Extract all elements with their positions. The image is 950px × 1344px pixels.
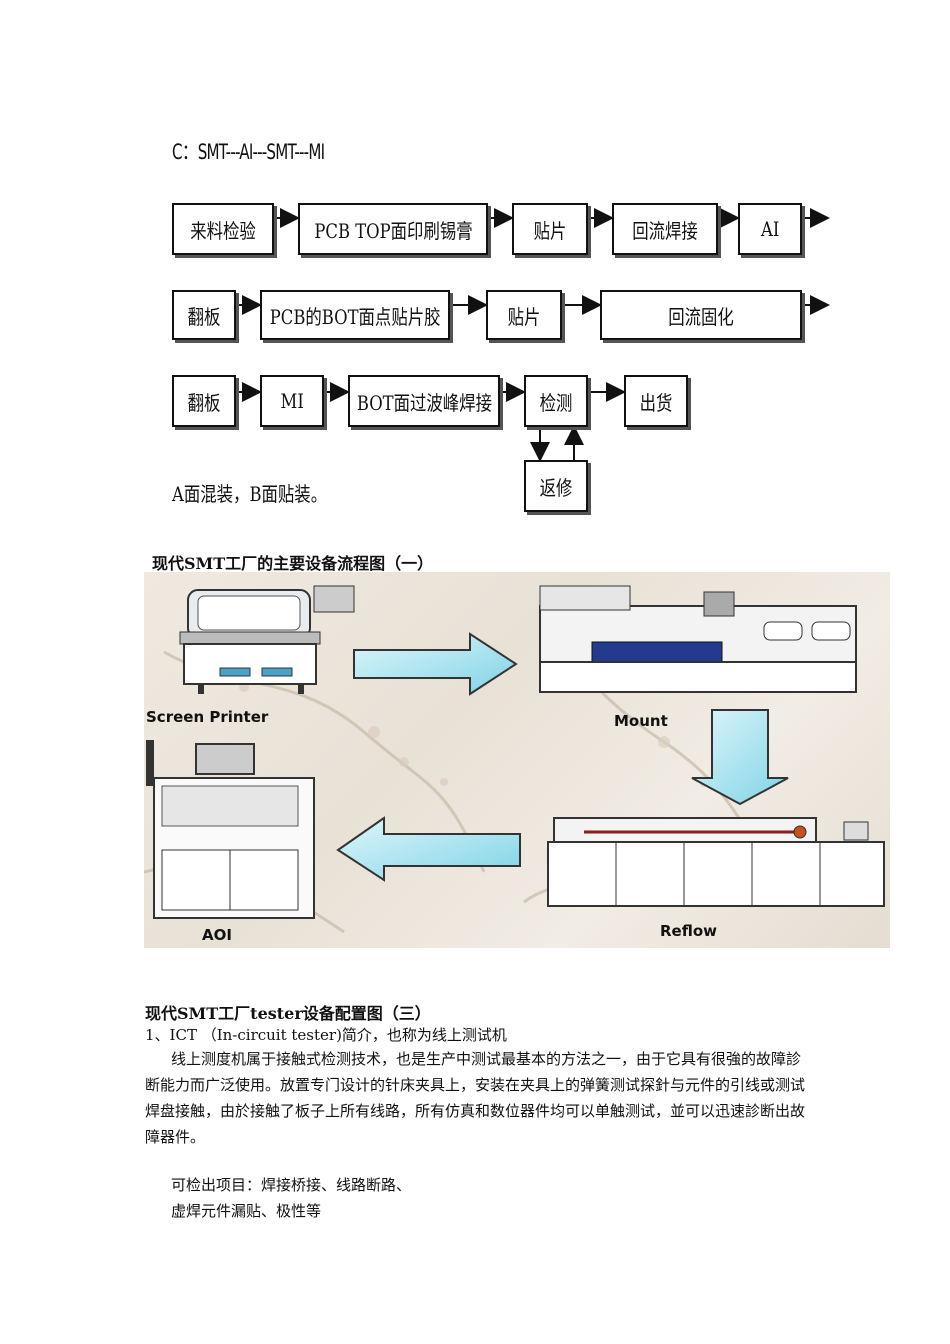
label-screen-printer: Screen Printer	[146, 708, 269, 726]
flow-box-pcb-top-print: PCB TOP面印刷锡膏	[298, 203, 488, 255]
flow-box-flip-2: 翻板	[172, 375, 236, 427]
flow-box-placement-2: 贴片	[486, 290, 562, 340]
ict-heading: 1、ICT （In-circuit tester)简介，也称为线上测试机	[145, 1026, 507, 1044]
reflow-machine	[547, 817, 885, 907]
flow-arrow-down	[691, 709, 789, 806]
figure3-caption: 现代SMT工厂tester设备配置图（三）	[145, 1004, 431, 1023]
flow-box-ai: AI	[738, 203, 802, 255]
aoi-machine	[146, 740, 315, 919]
screen-printer-machine	[179, 585, 355, 694]
mount-machine	[539, 585, 857, 693]
flow-box-reflow-cure: 回流固化	[600, 290, 802, 340]
equipment-flow-figure: Screen Printer Mount Reflow AOI	[144, 572, 890, 948]
flow-box-incoming-inspection: 来料检验	[172, 203, 274, 255]
label-aoi: AOI	[202, 926, 232, 944]
flow-box-inspection: 检测	[524, 375, 588, 427]
flow-arrow-left	[336, 816, 521, 882]
label-mount: Mount	[614, 712, 668, 730]
ict-body: 线上测度机属于接触式检测技术，也是生产中测试最基本的方法之一，由于它具有很強的故…	[145, 1050, 806, 1146]
flow-box-placement: 贴片	[512, 203, 588, 255]
flow-box-reflow: 回流焊接	[612, 203, 718, 255]
flow-box-flip-1: 翻板	[172, 290, 236, 340]
flow-box-bot-glue: PCB的BOT面点贴片胶	[260, 290, 450, 340]
flow-title: C：SMT---AI---SMT---MI	[172, 140, 325, 164]
flow-box-shipment: 出货	[624, 375, 688, 427]
flow-box-repair: 返修	[524, 460, 588, 512]
check-items-line1: 可检出项目：焊接桥接、线路断路、	[171, 1176, 412, 1194]
flow-note: A面混装，B面贴装。	[172, 482, 328, 506]
flow-arrows	[236, 208, 830, 462]
flow-box-mi: MI	[260, 375, 324, 427]
flow-box-wave-solder: BOT面过波峰焊接	[348, 375, 500, 427]
label-reflow: Reflow	[660, 922, 717, 940]
equipment-flow-drawing: Screen Printer Mount Reflow AOI	[144, 585, 885, 944]
check-items-line2: 虚焊元件漏贴、极性等	[171, 1202, 322, 1220]
flow-arrow-right	[353, 632, 518, 696]
figure1-caption: 现代SMT工厂的主要设备流程图（一）	[152, 554, 434, 573]
